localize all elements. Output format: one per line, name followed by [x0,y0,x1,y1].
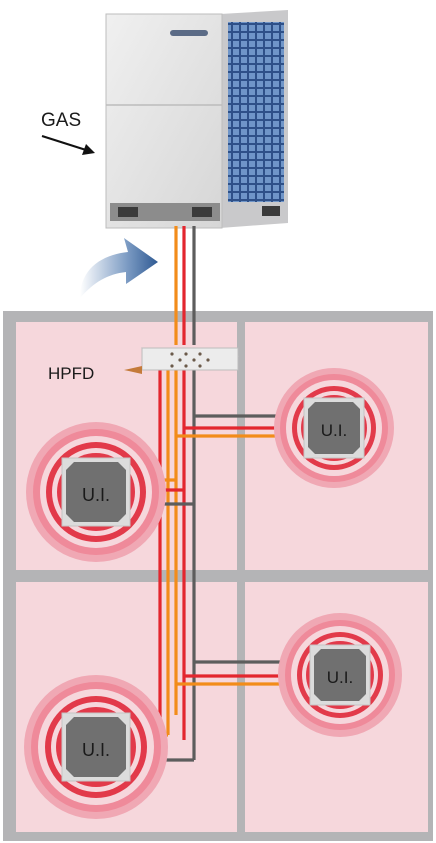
indoor-unit-label: U.I. [82,485,110,505]
arrow-icon [41,134,95,155]
indoor-unit-bottom-left: U.I. [24,675,168,819]
indoor-unit-top-right: U.I. [274,368,394,488]
outdoor-unit-icon [105,10,288,229]
curved-arrow-icon [80,238,158,298]
indoor-unit-upper-left: U.I. [26,422,166,562]
indoor-unit-label: U.I. [321,421,347,440]
outdoor-unit-front [105,13,223,229]
indoor-unit-bottom-right: U.I. [278,613,402,737]
outdoor-unit-foot-right [192,207,212,217]
gas-label: GAS [41,110,81,131]
outdoor-unit-foot-side [262,206,280,216]
outdoor-unit-grille [228,22,284,202]
hpfd-label: HPFD [48,364,94,383]
indoor-unit-label: U.I. [327,668,353,687]
distributor-box-icon [124,347,240,374]
brand-logo [170,30,208,36]
indoor-unit-label: U.I. [82,740,110,760]
outdoor-unit-foot-left [118,207,138,217]
